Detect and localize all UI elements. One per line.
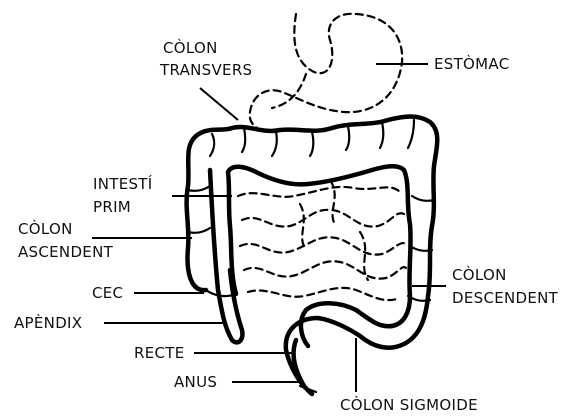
label-cec: CEC xyxy=(92,284,123,302)
label-estomac: ESTÒMAC xyxy=(434,54,509,73)
small-intestine xyxy=(238,180,406,300)
label-intesti-prim: INTESTÍ PRIM xyxy=(93,174,158,216)
label-anus: ANUS xyxy=(174,373,217,391)
stomach-outline xyxy=(250,14,402,131)
label-colon-descendent: CÒLON DESCENDENT xyxy=(452,265,559,307)
leader-lines xyxy=(92,64,446,392)
label-colon-ascendent: CÒLON ASCENDENT xyxy=(18,219,114,261)
label-colon-transvers: CÒLON TRANSVERS xyxy=(159,38,252,79)
label-recte: RECTE xyxy=(134,344,185,362)
label-colon-sigmoide: CÒLON SIGMOIDE xyxy=(340,395,478,414)
label-apendix: APÈNDIX xyxy=(14,313,82,332)
